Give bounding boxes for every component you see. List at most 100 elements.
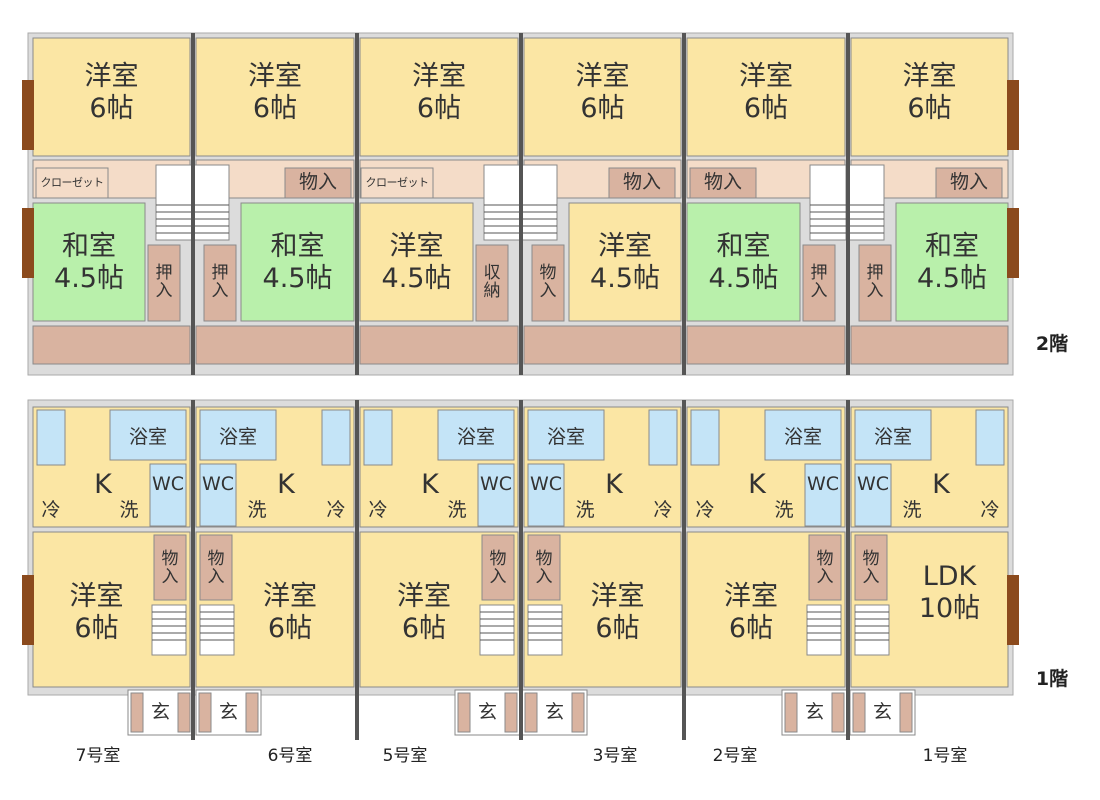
bath-label: 浴室 (128, 426, 167, 449)
floor-label-2f: 2階 (1035, 333, 1069, 356)
floor1-kitchen-sink (321, 409, 351, 466)
storage-label-vertical: 押 入 (155, 263, 173, 301)
floor1-stairs (151, 604, 187, 656)
monoire-label: 物入 (703, 171, 742, 194)
floor2-oshiire (858, 244, 892, 322)
floor2-top-room (32, 37, 191, 157)
wc-label: WC (856, 473, 890, 496)
party-wall (846, 400, 850, 740)
floor1-bath (854, 409, 932, 461)
floor1-wc (199, 463, 237, 527)
kitchen-label: K (605, 469, 623, 501)
genkan-label: 玄 (150, 700, 170, 723)
bath-label: 浴室 (218, 426, 257, 449)
fridge-label: 冷 (980, 499, 1000, 522)
room-label-lower: 洋室 4.5帖 (590, 231, 660, 294)
storage-label-vertical: 押 入 (866, 263, 884, 301)
party-wall (846, 33, 850, 375)
party-wall (682, 400, 686, 740)
unit-label: 3号室 (592, 746, 638, 767)
bath-label: 浴室 (546, 426, 585, 449)
genkan-storage (899, 692, 913, 733)
closet-label: クローゼット (40, 175, 105, 189)
floor1-monoire (153, 534, 187, 601)
floor2-storage-box (608, 167, 676, 199)
floor1-wc (527, 463, 565, 527)
room-label-ldk: LDK 10帖 (918, 561, 981, 624)
room-label-yoshitsu-6: 洋室 6帖 (739, 61, 793, 124)
washer-label: 洗 (902, 499, 922, 522)
floor2-balcony (523, 325, 682, 365)
wc-label: WC (201, 473, 235, 496)
floor2-oshiire (147, 244, 181, 322)
genkan-storage (130, 692, 144, 733)
room-label-yoshitsu-6: 洋室 6帖 (248, 61, 302, 124)
floor1-stairs (806, 604, 842, 656)
fridge-label: 冷 (41, 499, 61, 522)
genkan-storage (198, 692, 212, 733)
monoire-label-vertical: 物 入 (535, 549, 553, 587)
floor1-bath (199, 409, 277, 461)
unit-label: 6号室 (267, 746, 313, 767)
floor1-stairs (854, 604, 890, 656)
window (1007, 80, 1019, 150)
genkan-label: 玄 (804, 700, 824, 723)
room-label-lower: 和室 4.5帖 (262, 231, 333, 294)
wc-label: WC (479, 473, 513, 496)
washer-label: 洗 (575, 499, 595, 522)
monoire-label-vertical: 物 入 (207, 549, 225, 587)
floor1-kitchen-sink (648, 409, 678, 466)
room-label-yoshitsu-6: 洋室 6帖 (902, 61, 957, 124)
floor1-kitchen-sink (975, 409, 1005, 466)
monoire-label-vertical: 物 入 (489, 549, 507, 587)
room-label-lower: 洋室 4.5帖 (381, 231, 452, 294)
genkan-storage (524, 692, 538, 733)
room-label-yoshitsu-6: 洋室 6帖 (724, 581, 778, 644)
fridge-label: 冷 (695, 499, 715, 522)
unit-label: 5号室 (382, 746, 428, 767)
party-wall (519, 400, 523, 740)
monoire-label: 物入 (949, 171, 988, 194)
kitchen-label: K (277, 469, 295, 501)
floor1-bath (764, 409, 842, 461)
unit-label: 1号室 (922, 746, 968, 767)
room-label-lower: 和室 4.5帖 (708, 231, 779, 294)
floor2-storage-box (35, 167, 109, 199)
kitchen-label: K (421, 469, 439, 501)
storage-label-vertical: 押 入 (810, 263, 828, 301)
storage-label-vertical: 押 入 (211, 263, 229, 301)
genkan-storage (784, 692, 798, 733)
genkan-label: 玄 (218, 700, 238, 723)
window (22, 575, 34, 645)
floor1-bath (109, 409, 187, 461)
room-label-yoshitsu-6: 洋室 6帖 (69, 581, 124, 644)
floor2-balcony (359, 325, 519, 365)
floor2-lower-room (568, 202, 682, 322)
room-label-yoshitsu-6: 洋室 6帖 (263, 581, 317, 644)
floor2-oshiire (802, 244, 836, 322)
washer-label: 洗 (774, 499, 794, 522)
washer-label: 洗 (247, 499, 267, 522)
room-label-yoshitsu-6: 洋室 6帖 (84, 61, 139, 124)
floor2-stairs (809, 164, 847, 241)
wc-label: WC (806, 473, 840, 496)
wc-label: WC (529, 473, 563, 496)
floor1-wc (854, 463, 892, 527)
floor-label-1f: 1階 (1035, 668, 1069, 691)
window (1007, 208, 1019, 278)
genkan-storage (504, 692, 518, 733)
floor2-stairs (155, 164, 193, 241)
floor1-kitchen-sink (690, 409, 720, 466)
genkan-storage (571, 692, 585, 733)
monoire-label-vertical: 物 入 (161, 549, 179, 587)
floor1-stairs (527, 604, 563, 656)
floor2-storage-box (284, 167, 352, 199)
genkan-storage (852, 692, 866, 733)
floor2-balcony (32, 325, 191, 365)
room-label-yoshitsu-6: 洋室 6帖 (575, 61, 630, 124)
monoire-label-vertical: 物 入 (816, 549, 834, 587)
floor2-top-room (195, 37, 355, 157)
wc-label: WC (151, 473, 185, 496)
genkan-storage (177, 692, 191, 733)
